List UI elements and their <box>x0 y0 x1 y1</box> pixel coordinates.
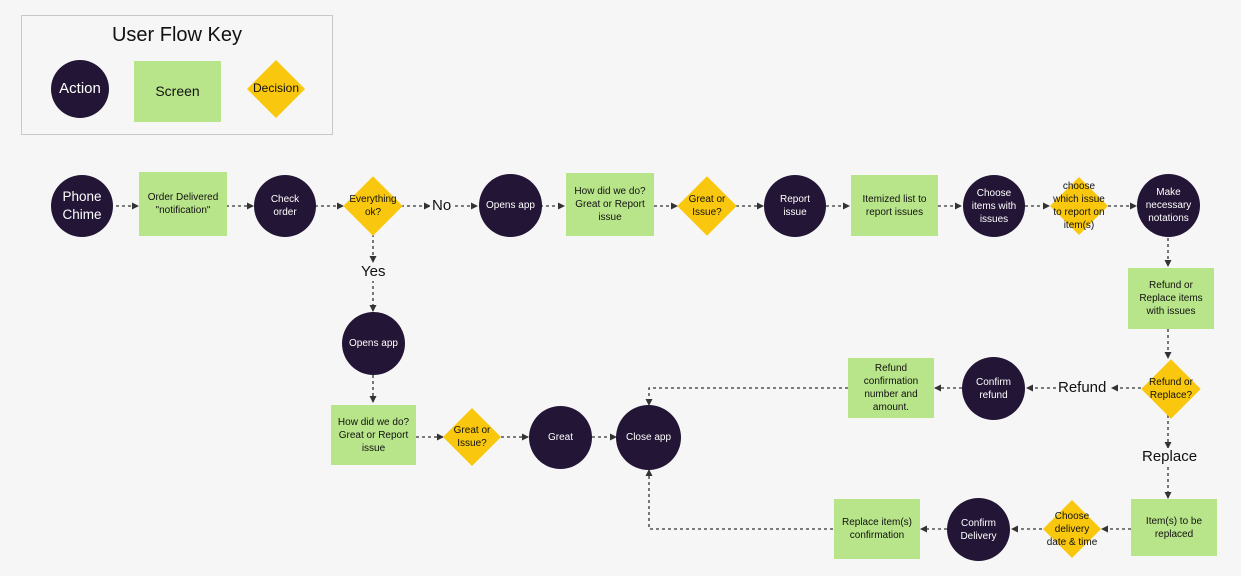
node-opens-app-bottom-label: Opens app <box>349 338 398 349</box>
node-choose-which-issue-label: choose which issue to report on item(s) <box>1053 181 1105 231</box>
node-great-or-issue-bottom: Great or Issue? <box>443 407 501 467</box>
node-great-or-issue-top: Great or Issue? <box>677 176 737 236</box>
node-great: Great <box>529 406 592 469</box>
node-make-notations-label: Make necessary notations <box>1145 187 1192 224</box>
node-refund-or-replace-decision: Refund or Replace? <box>1141 359 1201 419</box>
node-choose-which-issue: choose which issue to report on item(s) <box>1050 176 1108 236</box>
node-choose-items-label: Choose items with issues <box>971 187 1017 225</box>
node-confirm-delivery: Confirm Delivery <box>947 498 1010 561</box>
node-items-to-be-replaced: Item(s) to be replaced <box>1131 499 1217 556</box>
node-itemized-list-label: Itemized list to report issues <box>862 193 927 218</box>
key-action-circle: Action <box>51 60 109 118</box>
node-everything-ok: Everything ok? <box>343 176 403 236</box>
node-how-did-we-do-bottom-label: How did we do? Great or Report issue <box>337 416 410 454</box>
node-make-notations: Make necessary notations <box>1137 174 1200 237</box>
node-itemized-list: Itemized list to report issues <box>851 175 938 236</box>
node-refund-or-replace-items: Refund or Replace items with issues <box>1128 268 1214 329</box>
node-phone-chime: Phone Chime <box>51 175 113 237</box>
node-opens-app-bottom: Opens app <box>342 312 405 375</box>
node-refund-confirmation: Refund confirmation number and amount. <box>848 358 934 418</box>
node-check-order: Check order <box>254 175 316 237</box>
node-order-delivered-label: Order Delivered "notification" <box>147 192 219 216</box>
node-choose-items: Choose items with issues <box>963 175 1025 237</box>
node-refund-or-replace-items-label: Refund or Replace items with issues <box>1139 280 1203 317</box>
node-opens-app-top: Opens app <box>479 174 542 237</box>
node-great-label: Great <box>547 432 573 443</box>
node-how-did-we-do-top: How did we do? Great or Report issue <box>566 173 654 236</box>
node-items-to-be-replaced-label: Item(s) to be replaced <box>1145 515 1203 540</box>
node-great-or-issue-bottom-label: Great or Issue? <box>453 425 491 449</box>
node-report-issue-label: Report issue <box>779 194 810 218</box>
edge-label-refund: Refund <box>1056 379 1109 397</box>
key-decision-label: Decision <box>252 81 300 96</box>
edge-label-replace: Replace <box>1140 448 1200 466</box>
node-close-app-label: Close app <box>625 432 672 443</box>
node-refund-or-replace-decision-label: Refund or Replace? <box>1149 377 1193 401</box>
edge-label-yes: Yes <box>359 263 388 281</box>
key-decision-diamond: Decision <box>247 60 305 118</box>
node-confirm-refund: Confirm refund <box>962 357 1025 420</box>
node-replace-confirmation-label: Replace item(s) confirmation <box>841 517 913 541</box>
key-action-label: Action <box>59 80 101 98</box>
node-how-did-we-do-bottom: How did we do? Great or Report issue <box>331 405 416 465</box>
node-replace-confirmation: Replace item(s) confirmation <box>834 499 920 559</box>
node-opens-app-top-label: Opens app <box>486 200 535 211</box>
edge-label-no: No <box>430 197 454 215</box>
edge-refundconf-to-close <box>645 387 848 406</box>
node-choose-delivery: Choose delivery date & time <box>1043 499 1101 559</box>
node-great-or-issue-top-label: Great or Issue? <box>688 194 726 218</box>
node-how-did-we-do-top-label: How did we do? Great or Report issue <box>574 186 646 223</box>
node-check-order-label: Check order <box>270 194 300 218</box>
node-refund-confirmation-label: Refund confirmation number and amount. <box>863 363 919 413</box>
key-screen-label: Screen <box>155 83 200 100</box>
node-confirm-refund-label: Confirm refund <box>975 376 1011 401</box>
node-confirm-delivery-label: Confirm Delivery <box>960 517 997 542</box>
node-order-delivered: Order Delivered "notification" <box>139 172 227 236</box>
key-title: User Flow Key <box>111 24 243 46</box>
node-report-issue: Report issue <box>764 175 826 237</box>
node-phone-chime-label: Phone Chime <box>62 189 102 222</box>
node-everything-ok-label: Everything ok? <box>349 194 397 218</box>
node-choose-delivery-label: Choose delivery date & time <box>1046 510 1098 548</box>
node-close-app: Close app <box>616 405 681 470</box>
key-screen-rect: Screen <box>134 61 221 122</box>
edge-replaceconf-to-close <box>645 469 833 530</box>
